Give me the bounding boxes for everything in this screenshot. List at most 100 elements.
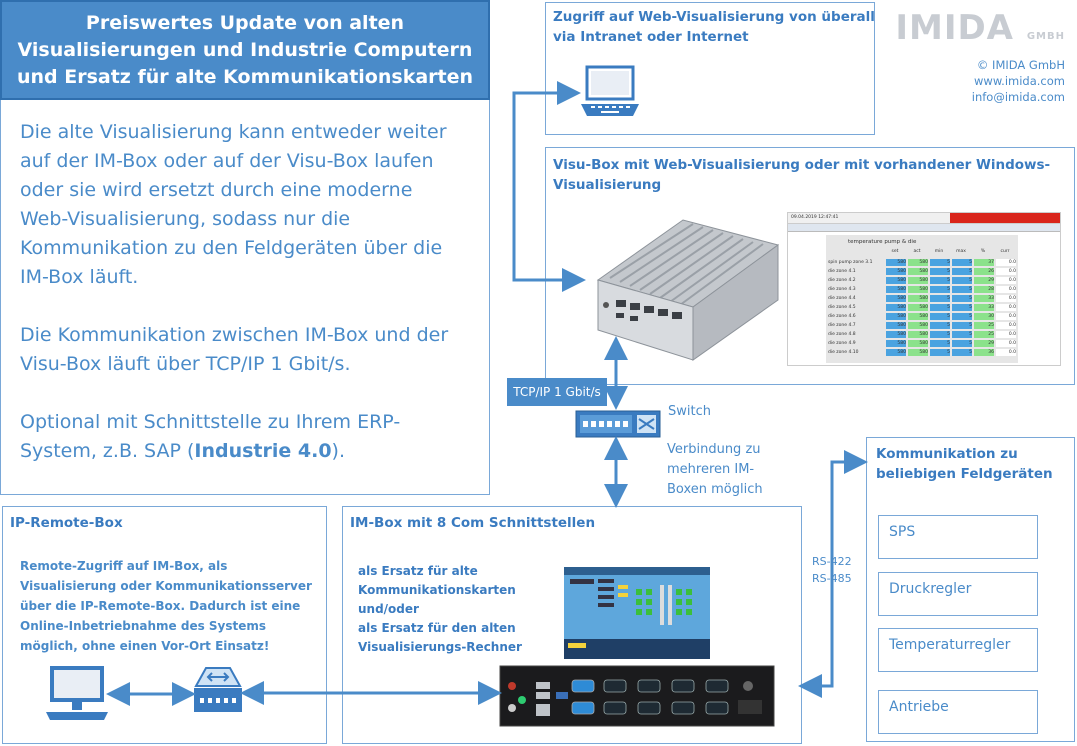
intro-p1-line: Web-Visualisierung, sodass nur die bbox=[20, 208, 351, 230]
screenshot-cell-act: 580 bbox=[908, 268, 928, 275]
im-box-text-line: und/oder bbox=[358, 602, 419, 616]
screenshot-cell-min: 5 bbox=[930, 322, 950, 329]
switch-label: Switch bbox=[668, 404, 711, 419]
screenshot-cell-act: 580 bbox=[908, 340, 928, 347]
switch-icon bbox=[575, 410, 661, 438]
ip-remote-text-line: Online-Inbetriebnahme des Systems bbox=[20, 619, 267, 633]
field-devices-title-line: beliebigen Feldgeräten bbox=[876, 466, 1053, 482]
screenshot-cell-max: 5 bbox=[952, 340, 972, 347]
screenshot-cell-max: 5 bbox=[952, 286, 972, 293]
tcp-ip-badge: TCP/IP 1 Gbit/s bbox=[507, 378, 607, 406]
screenshot-cell-min: 5 bbox=[930, 340, 950, 347]
screenshot-column-header: max bbox=[956, 249, 966, 254]
screenshot-cell-set: 580 bbox=[886, 349, 906, 356]
intro-p1-line: IM-Box läuft. bbox=[20, 266, 139, 288]
screenshot-cell-set: 580 bbox=[886, 259, 906, 266]
intro-p2-line: Die Kommunikation zwischen IM-Box und de… bbox=[20, 324, 449, 346]
laptop-icon bbox=[581, 65, 639, 116]
screenshot-cell-act: 580 bbox=[908, 295, 928, 302]
screenshot-alarm-bar bbox=[950, 213, 1060, 223]
im-box-hmi-screenshot bbox=[564, 567, 710, 659]
website-link[interactable]: www.imida.com bbox=[974, 74, 1065, 88]
screenshot-cell-act: 580 bbox=[908, 286, 928, 293]
im-box-text: als Ersatz für alte Kommunikationskarten… bbox=[358, 562, 522, 657]
screenshot-tabs bbox=[788, 224, 1060, 232]
ip-remote-text-line: möglich, ohne einen Vor-Ort Einsatz! bbox=[20, 639, 270, 653]
im-box-text-line: Kommunikationskarten bbox=[358, 583, 516, 597]
screenshot-cell-max: 5 bbox=[952, 295, 972, 302]
screenshot-cell-min: 5 bbox=[930, 349, 950, 356]
intro-paragraph-3: Optional mit Schnittstelle zu Ihrem ERP-… bbox=[20, 408, 480, 466]
email-link[interactable]: info@imida.com bbox=[971, 90, 1065, 104]
screenshot-cell-act: 580 bbox=[908, 322, 928, 329]
screenshot-column-header: min bbox=[934, 249, 944, 254]
screenshot-cell-max: 5 bbox=[952, 349, 972, 356]
intro-p3-line: Optional mit Schnittstelle zu Ihrem ERP- bbox=[20, 411, 401, 433]
screenshot-cell-set: 580 bbox=[886, 322, 906, 329]
im-box-hardware-image bbox=[499, 665, 775, 727]
screenshot-cell-act: 580 bbox=[908, 277, 928, 284]
screenshot-cell-pct: 36 bbox=[974, 349, 994, 356]
intro-text: Die alte Visualisierung kann entweder we… bbox=[20, 118, 480, 495]
screenshot-row-name: die zone 4.4 bbox=[828, 296, 856, 301]
screenshot-cell-act: 580 bbox=[908, 313, 928, 320]
screenshot-cell-pct: 30 bbox=[974, 313, 994, 320]
screenshot-cell-curr: 0.0 bbox=[996, 322, 1016, 329]
intro-p1-line: Kommunikation zu den Feldgeräten über di… bbox=[20, 237, 443, 259]
screenshot-toolbar: 09.04.2019 12:47:41 bbox=[788, 213, 1060, 224]
field-device-sps: SPS bbox=[878, 515, 1038, 559]
intro-p1-line: Die alte Visualisierung kann entweder we… bbox=[20, 121, 447, 143]
screenshot-row-name: die zone 4.7 bbox=[828, 323, 856, 328]
screenshot-cell-act: 580 bbox=[908, 259, 928, 266]
tcp-ip-label: TCP/IP 1 Gbit/s bbox=[513, 385, 601, 399]
im-box-text-line: als Ersatz für alte bbox=[358, 564, 478, 578]
screenshot-cell-min: 5 bbox=[930, 295, 950, 302]
visu-screenshot: 09.04.2019 12:47:41 temperature pump & d… bbox=[787, 212, 1061, 366]
screenshot-cell-min: 5 bbox=[930, 286, 950, 293]
multi-box-note-line: Boxen möglich bbox=[667, 482, 763, 497]
multi-box-note: Verbindung zu mehreren IM- Boxen möglich bbox=[667, 440, 763, 500]
screenshot-cell-pct: 25 bbox=[974, 331, 994, 338]
screenshot-cell-max: 5 bbox=[952, 268, 972, 275]
screenshot-cell-curr: 0.0 bbox=[996, 340, 1016, 347]
multi-box-note-line: Verbindung zu bbox=[667, 442, 761, 457]
screenshot-title: temperature pump & die bbox=[848, 239, 917, 245]
logo-suffix: GMBH bbox=[1026, 31, 1065, 42]
screenshot-cell-max: 5 bbox=[952, 277, 972, 284]
web-access-title: Zugriff auf Web-Visualisierung von übera… bbox=[553, 7, 875, 47]
screenshot-cell-pct: 25 bbox=[974, 322, 994, 329]
screenshot-cell-curr: 0.0 bbox=[996, 268, 1016, 275]
screenshot-cell-curr: 0.0 bbox=[996, 331, 1016, 338]
screenshot-cell-min: 5 bbox=[930, 304, 950, 311]
screenshot-cell-set: 580 bbox=[886, 277, 906, 284]
field-device-antriebe: Antriebe bbox=[878, 690, 1038, 734]
web-access-title-line: Zugriff auf Web-Visualisierung von übera… bbox=[553, 9, 875, 25]
screenshot-cell-pct: 29 bbox=[974, 277, 994, 284]
screenshot-column-header: % bbox=[980, 249, 986, 254]
screenshot-cell-pct: 33 bbox=[974, 295, 994, 302]
field-device-temperaturregler: Temperaturregler bbox=[878, 628, 1038, 672]
screenshot-cell-curr: 0.0 bbox=[996, 295, 1016, 302]
screenshot-cell-pct: 28 bbox=[974, 286, 994, 293]
intro-p3-post: ). bbox=[331, 440, 345, 462]
field-device-druckregler: Druckregler bbox=[878, 572, 1038, 616]
screenshot-cell-min: 5 bbox=[930, 259, 950, 266]
screenshot-cell-set: 580 bbox=[886, 295, 906, 302]
screenshot-cell-max: 5 bbox=[952, 313, 972, 320]
screenshot-row-name: die zone 4.5 bbox=[828, 305, 856, 310]
banner-line-3: und Ersatz für alte Kommunikationskarten bbox=[16, 65, 474, 88]
ip-remote-text-line: über die IP-Remote-Box. Dadurch ist eine bbox=[20, 599, 301, 613]
ip-remote-text-line: Visualisierung oder Kommunikationsserver bbox=[20, 579, 312, 593]
banner-line-2: Visualisierungen und Industrie Computern bbox=[17, 38, 473, 61]
screenshot-row-name: die zone 4.1 bbox=[828, 269, 856, 274]
title-banner: Preiswertes Update von alten Visualisier… bbox=[0, 0, 490, 100]
